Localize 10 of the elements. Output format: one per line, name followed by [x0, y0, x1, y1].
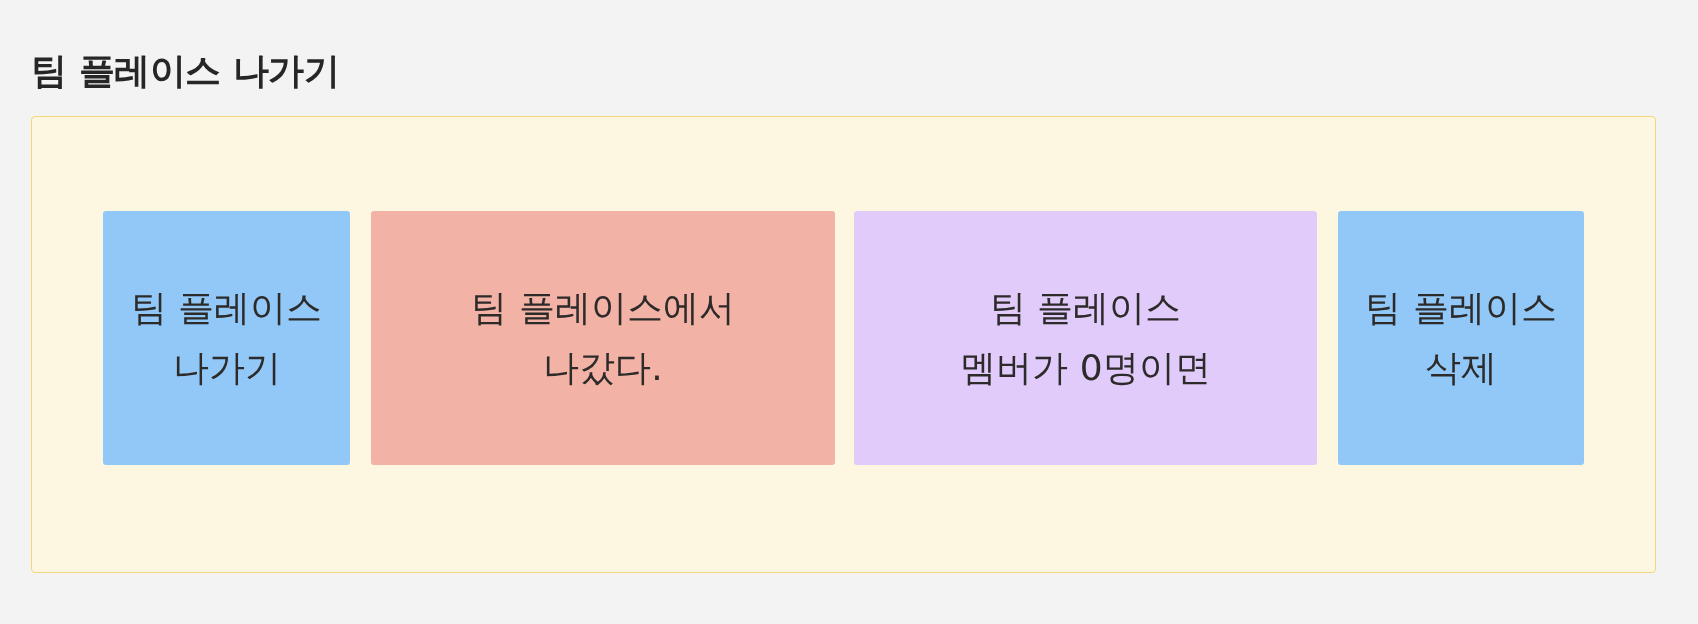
sticky-note: [1338, 211, 1584, 465]
note-text: 팀 플레이스에서 나갔다.: [470, 286, 736, 390]
note-text: 팀 플레이스 삭제: [1364, 286, 1558, 390]
note-text: 팀 플레이스 나가기: [129, 286, 324, 390]
sticky-note: [854, 211, 1317, 465]
diagram-title: 팀 플레이스 나가기: [31, 49, 340, 93]
note-text: 팀 플레이스 멤버가 0명이면: [959, 286, 1212, 390]
sticky-note: [371, 211, 835, 465]
frame-panel: [31, 116, 1656, 573]
sticky-note: [103, 211, 350, 465]
